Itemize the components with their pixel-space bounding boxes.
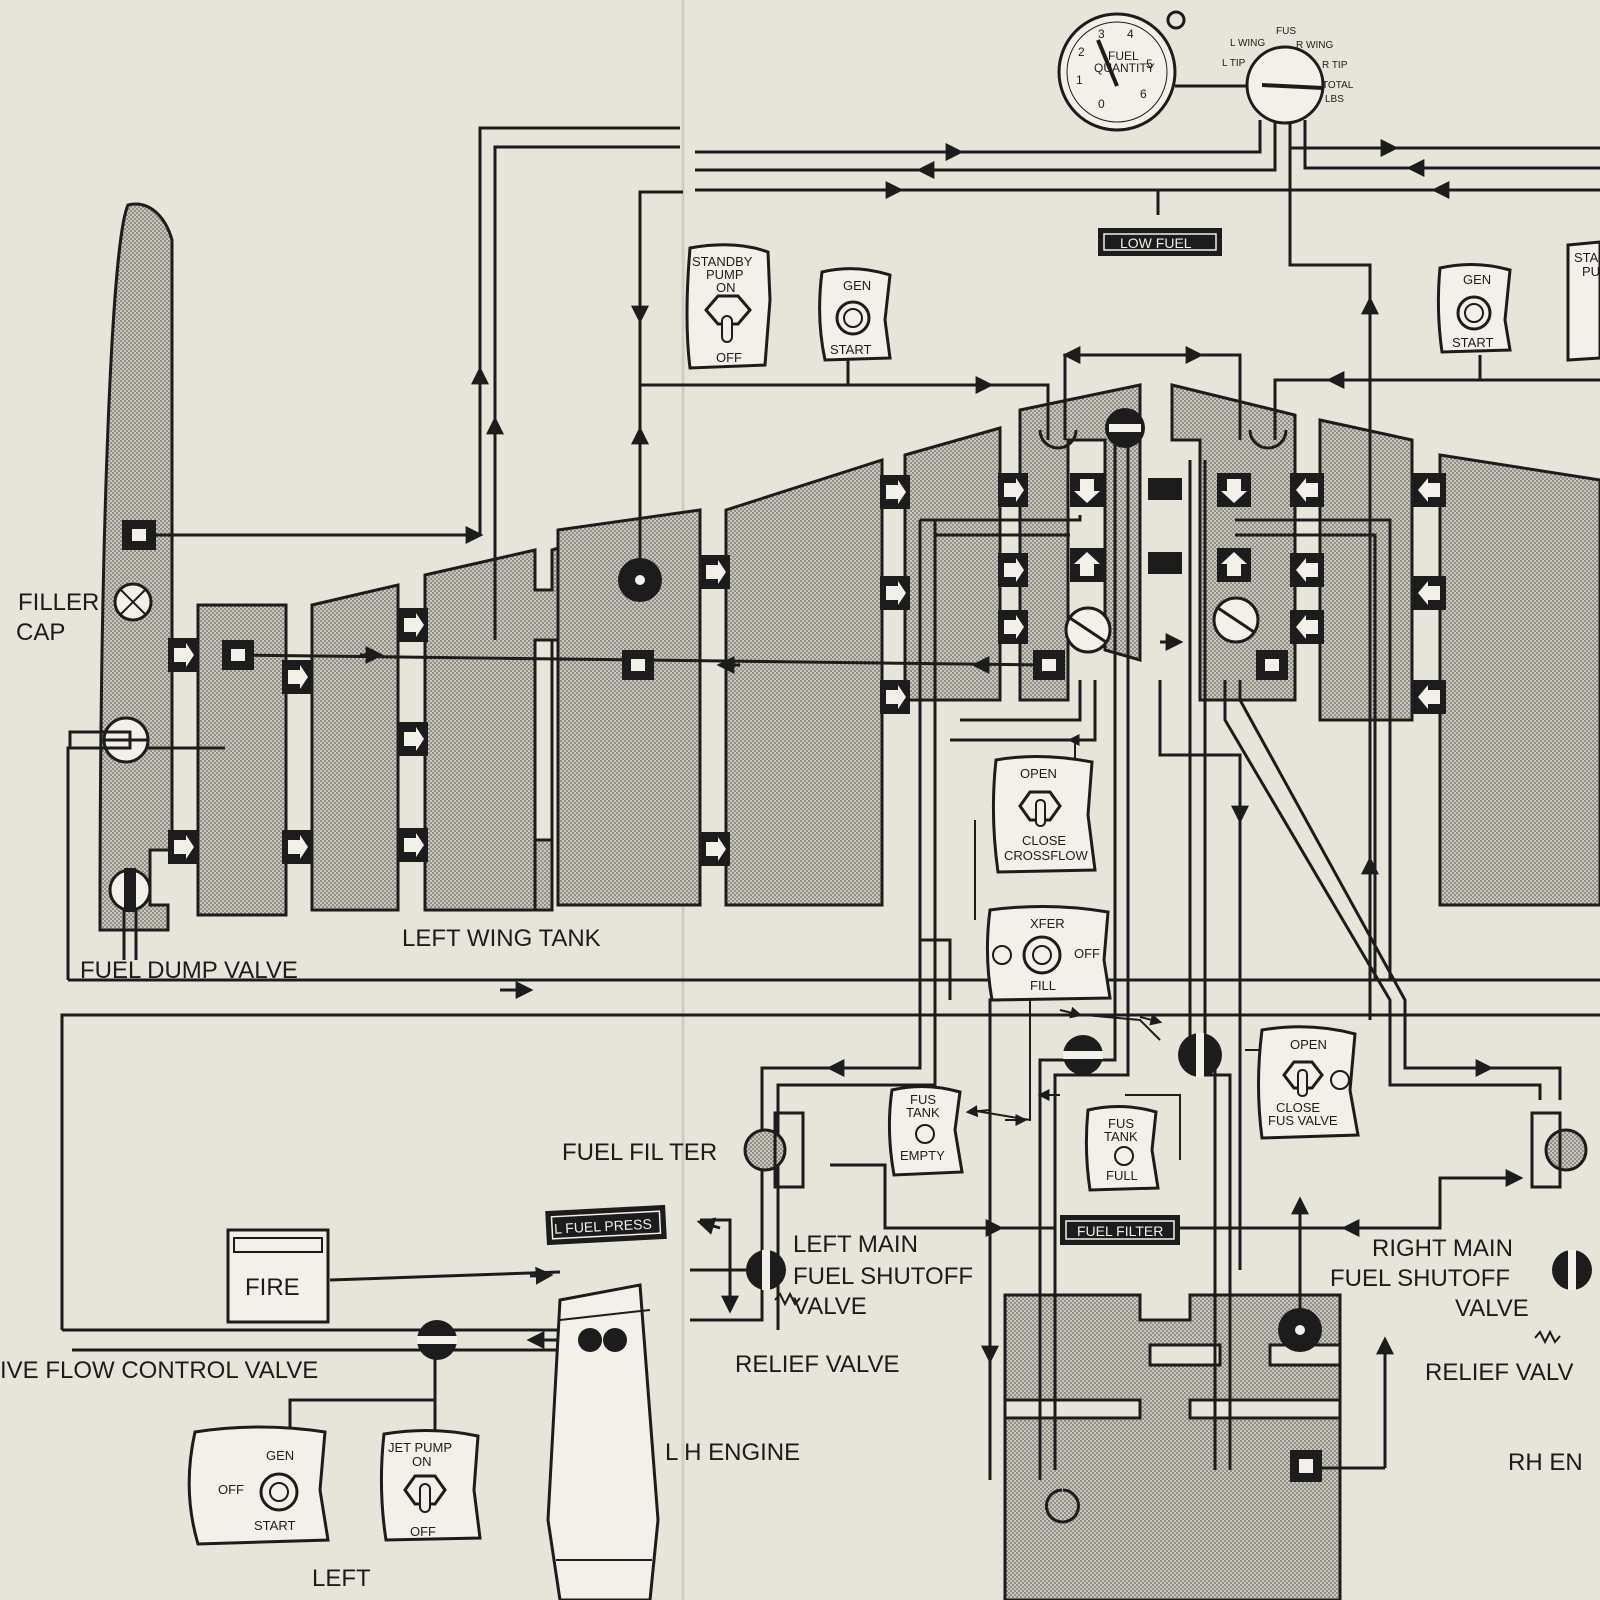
gen-right-top-label: GEN: [1463, 272, 1491, 287]
fuel-quantity-selector[interactable]: L WING FUS R WING L TIP R TIP TOTAL LBS: [1222, 26, 1354, 125]
fus-full-label: FULL: [1106, 1168, 1138, 1183]
right-pump-label: PU: [1582, 264, 1600, 279]
check-valves: [168, 473, 1446, 866]
gen-start-switch-left[interactable]: GEN START: [818, 267, 892, 362]
xfer-fill-switch[interactable]: XFER OFF FILL: [985, 904, 1112, 1002]
center-tank: [1018, 383, 1600, 907]
gauge-tick-2: 2: [1078, 45, 1085, 59]
fire-button[interactable]: FIRE: [226, 1228, 330, 1324]
left-wing-tank-label: LEFT WING TANK: [402, 925, 601, 952]
fuel-dump-valve-label: FUEL DUMP VALVE: [80, 957, 298, 984]
jet-pump-on-label: ON: [412, 1454, 432, 1469]
gen-right-top-start-label: START: [1452, 335, 1493, 350]
gen-left-bottom-label: GEN: [266, 1448, 294, 1463]
cap-label: CAP: [16, 619, 65, 646]
left-valve-label: VALVE: [793, 1293, 867, 1320]
right-fuel-shutoff-label: FUEL SHUTOFF: [1330, 1265, 1510, 1292]
xfer-fill-label: FILL: [1030, 978, 1056, 993]
gen-start-switch-right[interactable]: GEN START: [1436, 262, 1512, 354]
fus-valve-label: FUS VALVE: [1268, 1113, 1338, 1128]
gauge-tick-4: 4: [1127, 27, 1134, 41]
fus-empty-fus-label: FUS: [910, 1092, 936, 1107]
relief-valve-left-label: RELIEF VALVE: [735, 1351, 900, 1378]
gen-left-top-start-label: START: [830, 342, 871, 357]
fuel-filter-annunciator-label: FUEL FILTER: [1077, 1223, 1163, 1239]
gauge-tick-5: 5: [1146, 57, 1153, 71]
crossflow-close-label: CLOSE: [1022, 833, 1066, 848]
fus-full-fus-label: FUS: [1108, 1116, 1134, 1131]
selector-l-wing: L WING: [1230, 38, 1265, 49]
fus-valve-close-label: CLOSE: [1276, 1100, 1320, 1115]
annunciator-fuel-filter: FUEL FILTER: [1060, 1215, 1180, 1245]
selector-total: TOTAL: [1322, 80, 1354, 91]
fire-label: FIRE: [245, 1274, 300, 1301]
selector-lbs: LBS: [1325, 94, 1344, 105]
jet-pump-label: JET PUMP: [388, 1440, 452, 1455]
fus-tank-full-indicator: FUS TANK FULL: [1084, 1104, 1160, 1192]
standby-label: STANDBY: [692, 254, 753, 269]
fus-tank-empty-indicator: FUS TANK EMPTY: [887, 1084, 964, 1177]
low-fuel-label: LOW FUEL: [1120, 235, 1192, 251]
left-label: LEFT: [312, 1565, 371, 1592]
fus-valve-open-label: OPEN: [1290, 1037, 1327, 1052]
selector-fus: FUS: [1276, 26, 1296, 37]
right-standby-label: STA: [1574, 250, 1599, 265]
gauge-tick-1: 1: [1076, 73, 1083, 87]
fus-empty-label: EMPTY: [900, 1148, 945, 1163]
l-fuel-press-label: L FUEL PRESS: [554, 1216, 652, 1237]
fus-full-tank-label: TANK: [1104, 1129, 1138, 1144]
standby-off-label: OFF: [716, 350, 742, 365]
lh-engine-label: L H ENGINE: [665, 1439, 800, 1466]
fuel-lines: [60, 120, 1600, 1480]
jet-pump-off-label: OFF: [410, 1524, 436, 1539]
gen-left-bottom-start-label: START: [254, 1518, 295, 1533]
lh-engine: [546, 1283, 660, 1600]
crossflow-label: CROSSFLOW: [1004, 848, 1089, 863]
filler-label: FILLER: [18, 589, 99, 616]
standby-pump-switch-right[interactable]: STA PU: [1566, 240, 1600, 362]
gauge-tick-6: 6: [1140, 87, 1147, 101]
standby-pump-switch[interactable]: STANDBY PUMP ON OFF: [685, 243, 772, 370]
gen-left-top-label: GEN: [843, 278, 871, 293]
selector-r-tip: R TIP: [1322, 60, 1348, 71]
crossflow-switch[interactable]: OPEN CLOSE CROSSFLOW: [991, 754, 1097, 874]
gauge-tick-3: 3: [1098, 27, 1105, 41]
standby-on-label: ON: [716, 280, 736, 295]
valves: [68, 408, 1592, 1524]
fus-empty-tank-label: TANK: [906, 1105, 940, 1120]
gen-left-bottom-off-label: OFF: [218, 1482, 244, 1497]
annunciator-low-fuel: LOW FUEL: [1098, 228, 1222, 256]
right-valve-label: VALVE: [1455, 1295, 1529, 1322]
crossflow-open-label: OPEN: [1020, 766, 1057, 781]
fuel-filter-label: FUEL FIL TER: [562, 1139, 717, 1166]
rh-engine-label: RH EN: [1508, 1449, 1583, 1476]
selector-r-wing: R WING: [1296, 40, 1333, 51]
xfer-off-label: OFF: [1074, 946, 1100, 961]
gen-start-switch-left-bottom[interactable]: GEN OFF START: [187, 1425, 330, 1546]
right-main-label: RIGHT MAIN: [1372, 1235, 1513, 1262]
annunciator-l-fuel-press: L FUEL PRESS: [545, 1204, 667, 1246]
fus-valve-switch[interactable]: OPEN CLOSE FUS VALVE: [1257, 1025, 1360, 1140]
gauge-title-2: QUANTITY: [1094, 61, 1155, 75]
gauge-tick-0: 0: [1098, 97, 1105, 111]
relief-valve-right-label: RELIEF VALV: [1425, 1359, 1574, 1386]
filler-cap-icon: [113, 582, 153, 622]
selector-l-tip: L TIP: [1222, 58, 1246, 69]
left-main-label: LEFT MAIN: [793, 1231, 918, 1258]
gauge-title-1: FUEL: [1108, 49, 1139, 63]
xfer-label: XFER: [1030, 916, 1065, 931]
left-fuel-shutoff-label: FUEL SHUTOFF: [793, 1263, 973, 1290]
fuel-quantity-gauge: FUEL QUANTITY 0 1 2 3 4 5 6: [1057, 10, 1255, 132]
pump-label: PUMP: [706, 267, 744, 282]
sensors: [122, 520, 1322, 1482]
jet-pump-switch[interactable]: JET PUMP ON OFF: [379, 1428, 482, 1542]
flow-control-valve-label: IVE FLOW CONTROL VALVE: [0, 1357, 318, 1384]
